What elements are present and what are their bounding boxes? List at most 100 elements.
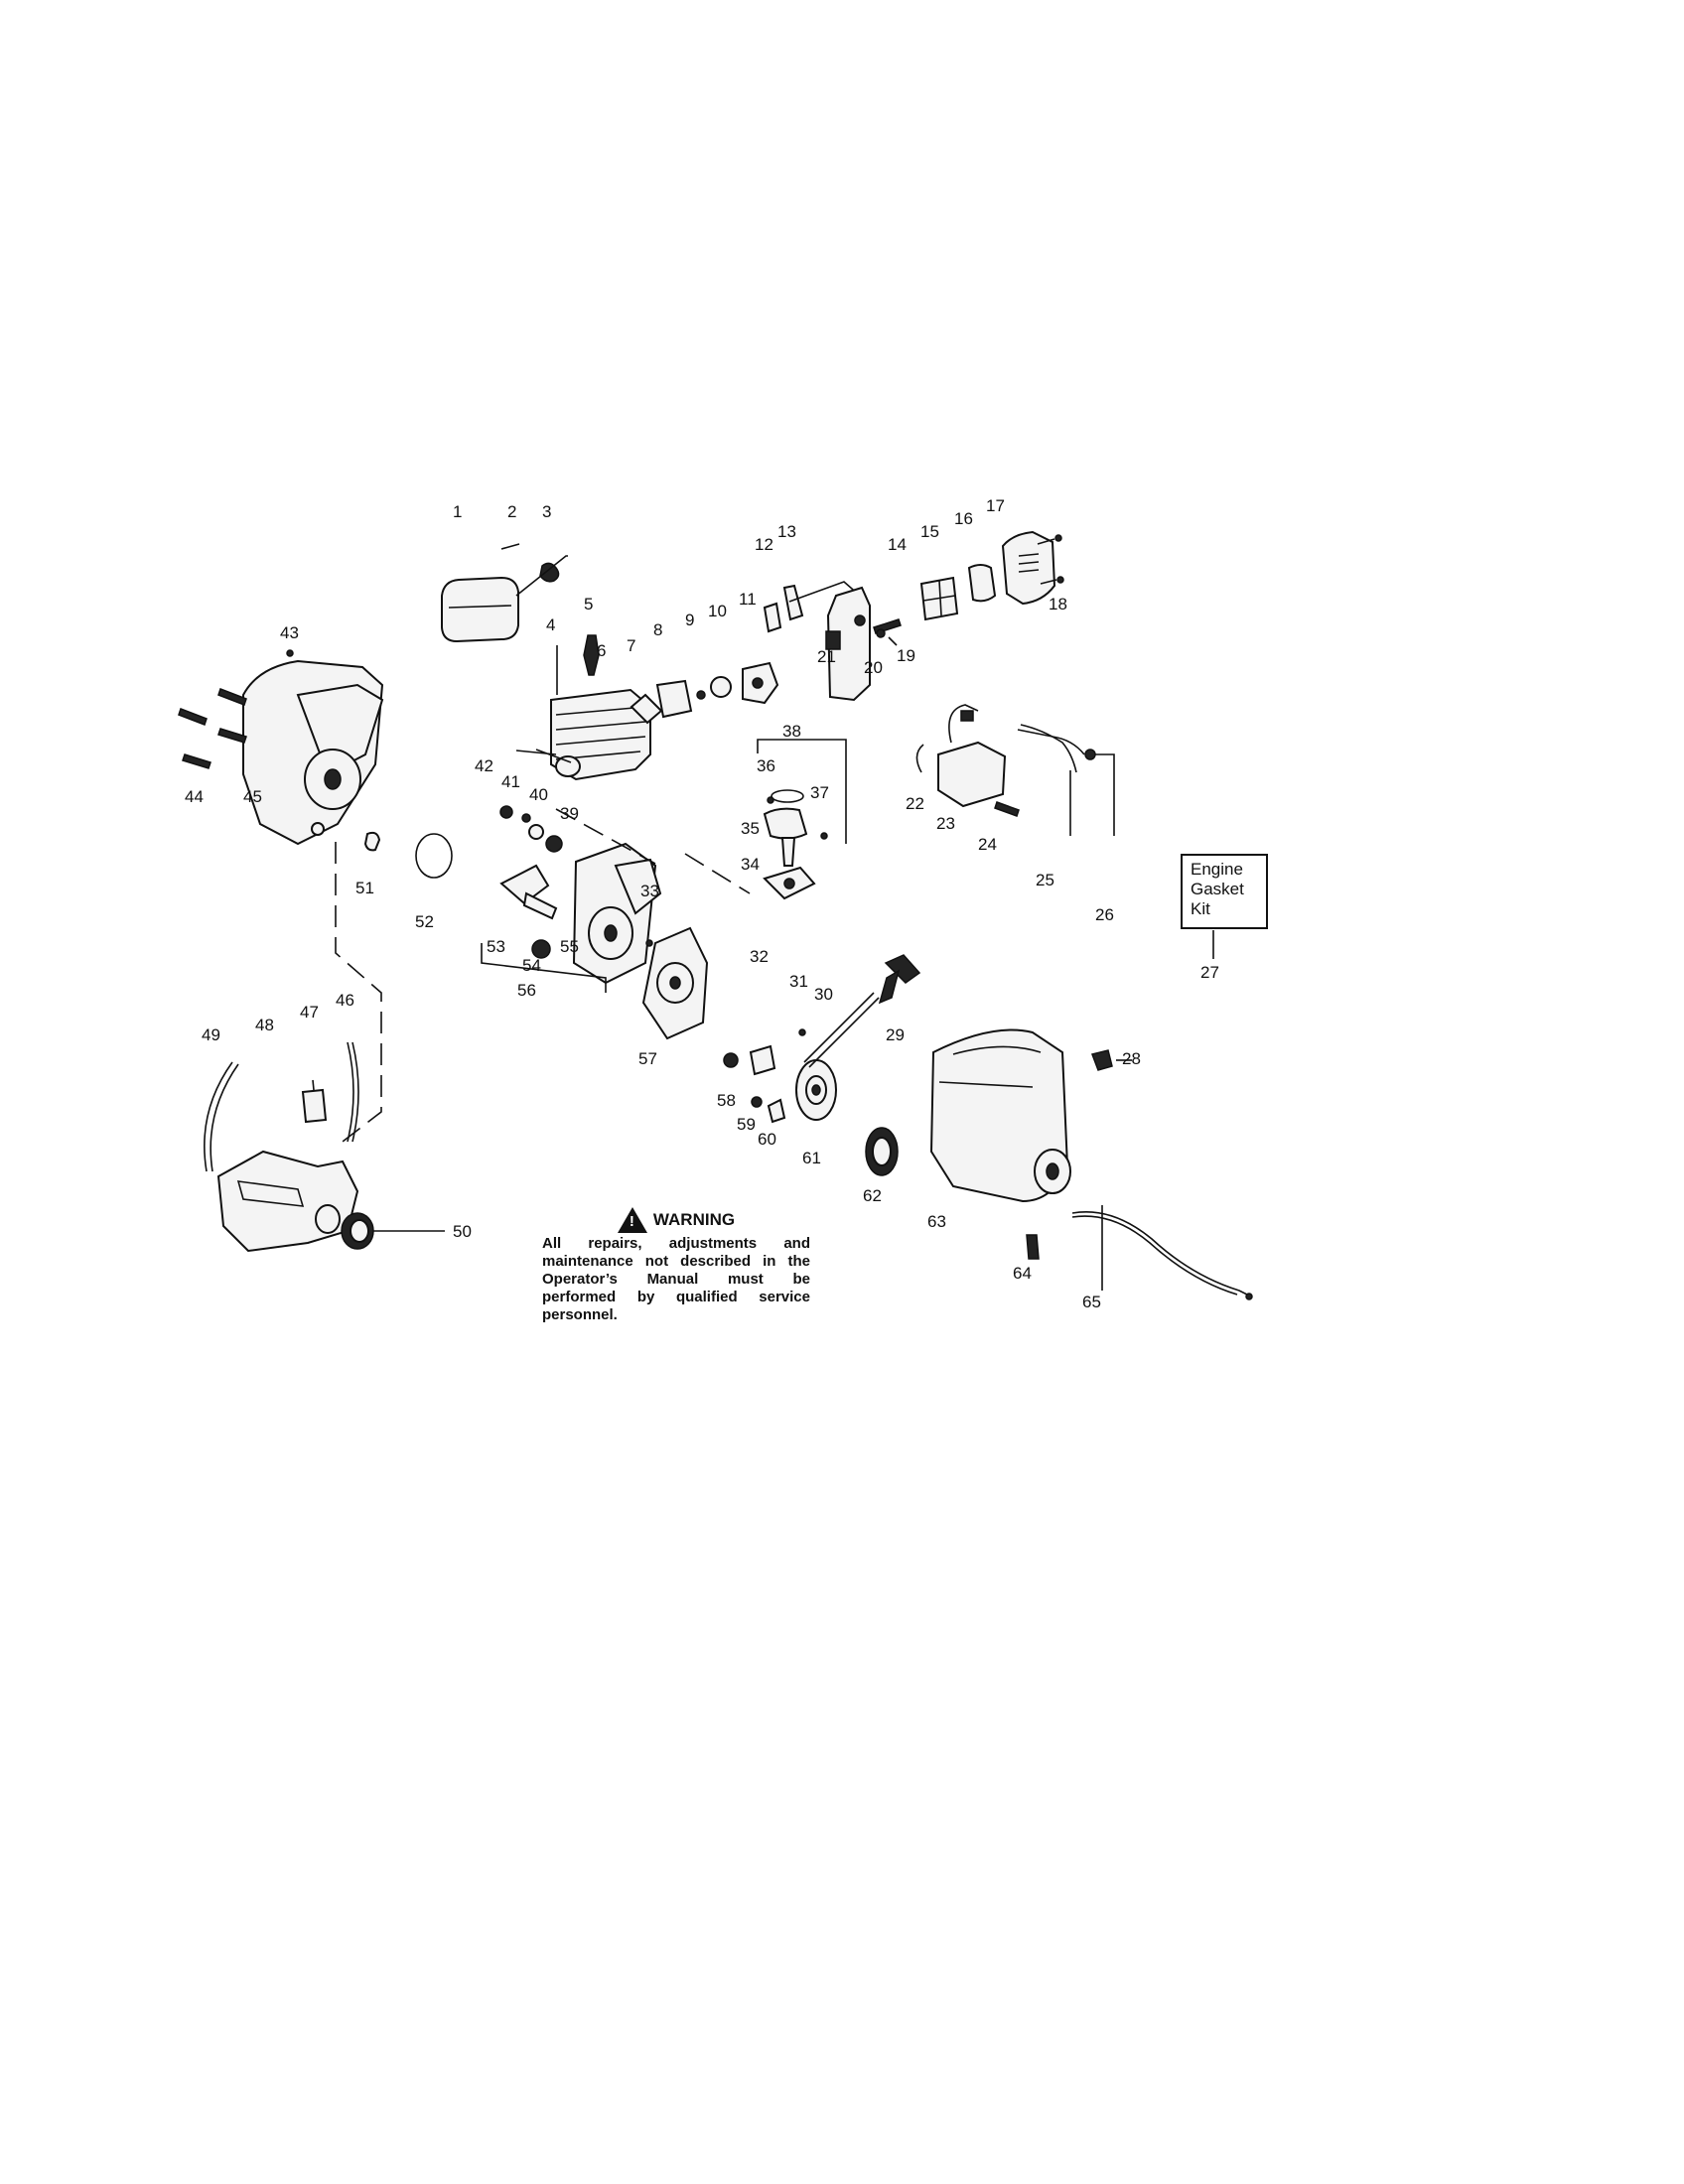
part-cable-65b (1071, 1215, 1238, 1296)
part-screws-44 (178, 688, 247, 769)
label-37: 37 (810, 783, 829, 802)
label-65: 65 (1082, 1293, 1101, 1311)
part-key-41 (521, 813, 531, 823)
label-49: 49 (202, 1025, 220, 1044)
part-fuel-line-49 (204, 1061, 233, 1172)
leader-19 (888, 636, 898, 646)
part-filter-cover-17 (1001, 530, 1056, 606)
label-54: 54 (522, 956, 541, 975)
label-20: 20 (864, 658, 883, 677)
part-line-46 (347, 1041, 354, 1143)
label-62: 62 (863, 1186, 882, 1205)
part-line-26 (1017, 729, 1085, 755)
label-39: 39 (560, 804, 579, 823)
label-60: 60 (758, 1130, 776, 1149)
part-ignition-module-23 (937, 704, 1007, 808)
part-bearing-39 (545, 835, 563, 853)
part-fan-housing-57 (641, 926, 709, 1040)
leader-housing-tank (335, 842, 382, 1143)
part-gasket-12 (763, 602, 782, 633)
part-shaft-32 (749, 1044, 776, 1076)
label-55: 55 (560, 937, 579, 956)
label-25: 25 (1036, 871, 1054, 889)
kit-line-2: Gasket (1191, 880, 1244, 898)
part-cable-65 (1071, 1211, 1248, 1296)
leader-18 (1037, 538, 1057, 585)
warning-header: WARNING (542, 1207, 810, 1233)
label-33: 33 (640, 882, 659, 900)
part-screw-59 (751, 1096, 763, 1108)
label-42: 42 (475, 756, 493, 775)
engine-gasket-kit-box: Engine Gasket Kit (1181, 854, 1268, 929)
part-screw-18a (1054, 534, 1062, 542)
label-16: 16 (954, 509, 973, 528)
label-59: 59 (737, 1115, 756, 1134)
label-23: 23 (936, 814, 955, 833)
label-36: 36 (757, 756, 775, 775)
part-reed-10 (710, 676, 732, 698)
part-fuel-filter-47 (301, 1079, 328, 1124)
part-spring-62 (865, 1127, 899, 1176)
label-28: 28 (1122, 1049, 1141, 1068)
part-cable-end-65 (1245, 1293, 1253, 1300)
label-18: 18 (1049, 595, 1067, 614)
part-button-28 (1091, 1049, 1113, 1071)
label-41: 41 (501, 772, 520, 791)
part-washer-58 (723, 1052, 739, 1068)
label-9: 9 (685, 611, 694, 629)
callout-labels: 1 2 3 4 5 6 7 8 9 10 11 12 13 14 15 16 1… (185, 496, 1219, 1311)
label-40: 40 (529, 785, 548, 804)
part-clip-37 (820, 832, 828, 840)
label-21: 21 (817, 647, 836, 666)
warning-triangle-icon (617, 1207, 647, 1233)
label-4: 4 (546, 615, 555, 634)
label-48: 48 (255, 1016, 274, 1034)
part-screw-43 (286, 649, 294, 657)
part-screw-18b (1056, 576, 1064, 584)
part-ring-36 (771, 789, 804, 803)
label-51: 51 (355, 879, 374, 897)
part-screw-2 (500, 543, 520, 550)
leader-3 (515, 555, 568, 597)
kit-line-1: Engine (1191, 860, 1243, 879)
part-washer-9 (696, 690, 706, 700)
part-crankshaft-53 (499, 864, 558, 920)
label-32: 32 (750, 947, 769, 966)
leader-25-26 (1069, 753, 1115, 836)
label-44: 44 (185, 787, 204, 806)
part-clip-36 (767, 796, 774, 804)
part-screw-33 (645, 939, 653, 947)
label-46: 46 (336, 991, 354, 1010)
part-spark-plug-5 (583, 634, 600, 676)
label-19: 19 (897, 646, 915, 665)
part-spring-3 (539, 562, 560, 583)
label-8: 8 (653, 620, 662, 639)
part-pawl-60 (767, 1098, 786, 1124)
part-insulator-8 (655, 679, 693, 719)
part-spring-31 (798, 1028, 806, 1036)
label-64: 64 (1013, 1264, 1032, 1283)
label-12: 12 (755, 535, 773, 554)
part-fuel-cap-50 (341, 1212, 374, 1250)
warning-notice: WARNING All repairs, adjustments and mai… (542, 1207, 810, 1324)
part-piston-35 (763, 807, 808, 867)
label-13: 13 (777, 522, 796, 541)
label-15: 15 (920, 522, 939, 541)
part-seal-54 (531, 939, 551, 959)
label-61: 61 (802, 1149, 821, 1167)
part-line-25 (1020, 724, 1077, 773)
label-14: 14 (888, 535, 907, 554)
label-22: 22 (906, 794, 924, 813)
label-56: 56 (517, 981, 536, 1000)
label-35: 35 (741, 819, 760, 838)
label-5: 5 (584, 595, 593, 614)
label-63: 63 (927, 1212, 946, 1231)
label-7: 7 (627, 636, 635, 655)
part-crankcase-55 (572, 842, 662, 985)
label-30: 30 (814, 985, 833, 1004)
label-47: 47 (300, 1003, 319, 1022)
part-starter-rope-30 (803, 992, 880, 1068)
label-24: 24 (978, 835, 997, 854)
warning-text: All repairs, adjustments and maintenance… (542, 1235, 810, 1323)
